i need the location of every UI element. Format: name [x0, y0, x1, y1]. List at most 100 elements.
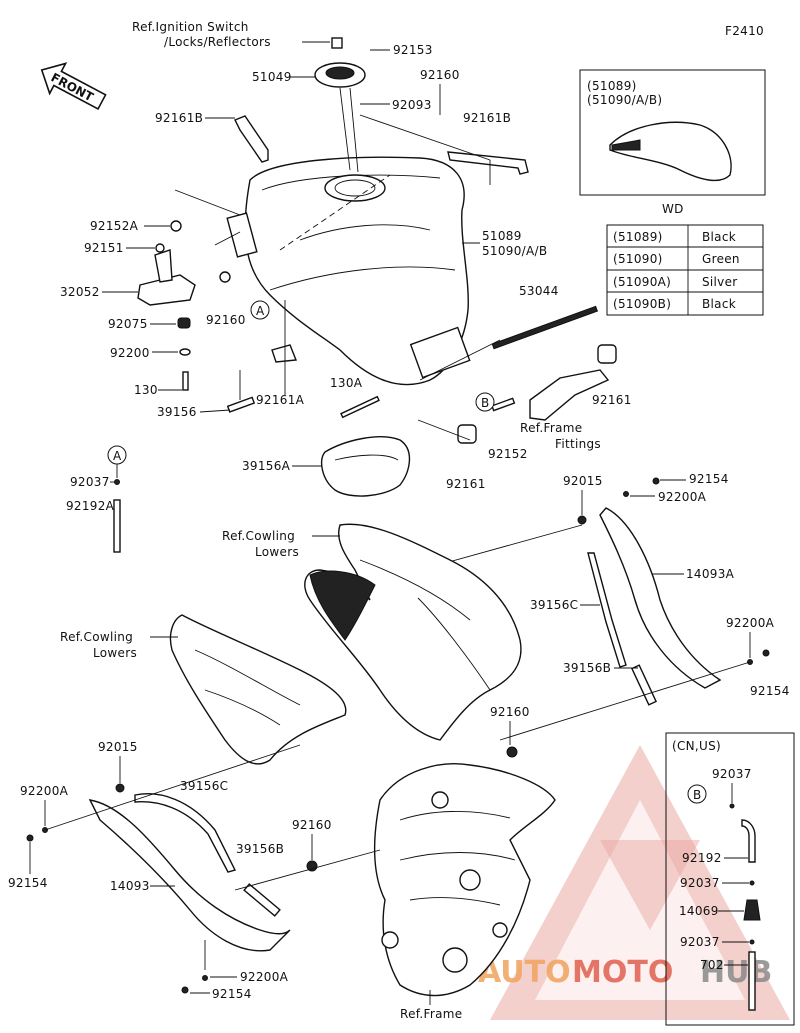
frame-fitting-bracket [529, 369, 610, 421]
label-frame-fittings-2: Fittings [555, 437, 601, 451]
bracket-32052 [137, 249, 196, 306]
label-92015-right: 92015 [563, 474, 603, 488]
cnus-box [665, 732, 795, 1026]
collar-92200A-top [623, 491, 629, 497]
label-cowling-ref1-1: Ref.Cowling [222, 529, 295, 543]
pad-39156C-left [134, 793, 237, 873]
label-92160-mid: 92160 [206, 313, 246, 327]
cnus-box-title: (CN,US) [672, 739, 721, 753]
pad-39156B-right [630, 664, 658, 706]
label-92161-bottom: 92161 [446, 477, 486, 491]
label-92161-right: 92161 [592, 393, 632, 407]
ref-circle-B-top-label: B [481, 396, 489, 410]
ref-circle-A-top [250, 300, 270, 320]
pad-39156 [226, 396, 256, 413]
wd-box-line1: (51089) [587, 79, 637, 93]
label-92200A-left: 92200A [20, 784, 69, 798]
label-cnus-702: 702 [700, 958, 724, 972]
hose-702 [748, 951, 756, 1011]
label-92075: 92075 [108, 317, 148, 331]
watermark-text-moto: MOTO [572, 955, 673, 990]
label-130: 130 [134, 383, 158, 397]
label-92192A: 92192A [66, 499, 115, 513]
label-cowling-ref2-2: Lowers [93, 646, 137, 660]
ref-circle-B-box [687, 784, 707, 804]
label-92161B-right: 92161B [463, 111, 511, 125]
label-32052: 32052 [60, 285, 100, 299]
frame [373, 763, 556, 997]
label-cnus-92192: 92192 [682, 851, 722, 865]
label-92200A-right: 92200A [726, 616, 775, 630]
ref-circle-A-left-label: A [113, 449, 122, 463]
bolt-92154-right [762, 649, 770, 657]
label-39156B-right: 39156B [563, 661, 611, 675]
color-table-color-2: Silver [702, 275, 738, 289]
clip-92037-a [729, 803, 735, 809]
label-92152A: 92152A [90, 219, 139, 233]
fuel-cap [314, 37, 366, 88]
label-92160-low: 92160 [292, 818, 332, 832]
label-92037-left: 92037 [70, 475, 110, 489]
label-92200A-bottom: 92200A [240, 970, 289, 984]
label-92154-left: 92154 [8, 876, 48, 890]
label-cowling-ref1-2: Lowers [255, 545, 299, 559]
label-14093A: 14093A [686, 567, 735, 581]
label-92093: 92093 [392, 98, 432, 112]
collar-92200A-bottom [202, 975, 208, 981]
color-table-code-0: (51089) [613, 230, 663, 244]
hose-92192 [741, 819, 756, 863]
color-table: (51089) Black (51090) Green (51090A) Sil… [606, 224, 764, 316]
label-frame-fittings-1: Ref.Frame [520, 421, 582, 435]
cowling-lower-left [169, 614, 347, 765]
grommet-92075 [177, 317, 191, 329]
color-table-color-3: Black [702, 297, 736, 311]
label-51049: 51049 [252, 70, 292, 84]
label-51089: 51089 [482, 229, 522, 243]
label-ignition-ref-1: Ref.Ignition Switch [132, 20, 249, 34]
label-51090: 51090/A/B [482, 244, 547, 258]
label-92200: 92200 [110, 346, 150, 360]
color-table-color-0: Black [702, 230, 736, 244]
cowling-lower-right [304, 523, 522, 741]
color-table-code-1: (51090) [613, 252, 663, 266]
strip-53044 [491, 305, 599, 350]
bracket-92161B-right [447, 151, 529, 175]
clip-92037-left [114, 479, 120, 485]
spacer-92152 [491, 397, 516, 412]
clip-92037-c [749, 939, 755, 945]
color-table-code-2: (51090A) [613, 275, 671, 289]
label-14093: 14093 [110, 879, 150, 893]
color-table-color-1: Green [702, 252, 740, 266]
label-92015-left: 92015 [98, 740, 138, 754]
label-39156B-left: 39156B [236, 842, 284, 856]
label-39156A: 39156A [242, 459, 291, 473]
watermark-text-hub: HUB [700, 955, 772, 990]
bracket-92161B-left [234, 115, 269, 163]
ref-circle-A-top-label: A [256, 304, 265, 318]
bolt-92154-left [26, 834, 34, 842]
label-92151: 92151 [84, 241, 124, 255]
label-130A: 130A [330, 376, 363, 390]
label-53044: 53044 [519, 284, 559, 298]
front-arrow-icon [40, 62, 107, 111]
label-92160-center: 92160 [490, 705, 530, 719]
bolt-130A [340, 395, 380, 419]
label-92154-right: 92154 [750, 684, 790, 698]
collar-92200 [179, 348, 191, 356]
label-cnus-92037-a: 92037 [712, 767, 752, 781]
label-92200A-top: 92200A [658, 490, 707, 504]
label-92152: 92152 [488, 447, 528, 461]
wd-box-line2: (51090/A/B) [587, 93, 662, 107]
label-39156C-left: 39156C [180, 779, 228, 793]
wd-tank-illustration [609, 121, 732, 182]
plate-92161A [271, 344, 297, 363]
wd-caption: WD [662, 202, 684, 216]
fuel-tank [226, 156, 471, 386]
damper-92161-right [597, 344, 617, 364]
valve-14069 [743, 899, 761, 921]
label-ignition-ref-2: /Locks/Reflectors [164, 35, 271, 49]
label-92161B-left: 92161B [155, 111, 203, 125]
cover-39156A [320, 436, 411, 497]
label-cnus-92037-b: 92037 [680, 876, 720, 890]
